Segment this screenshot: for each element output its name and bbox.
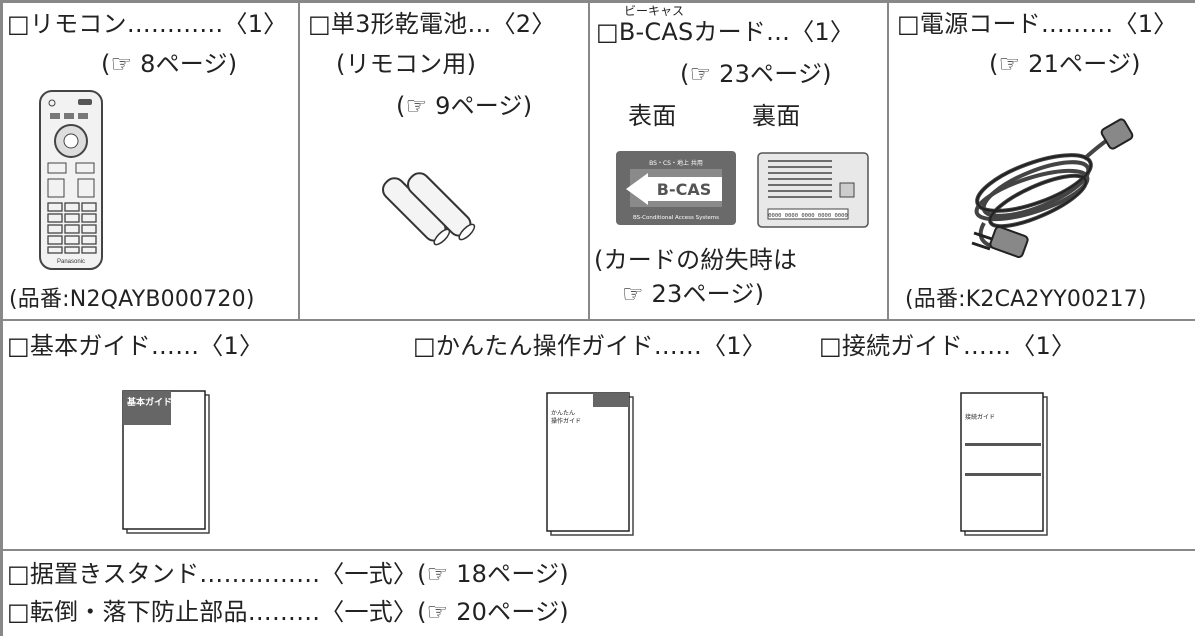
remote-part-number: (品番:N2QAYB000720) <box>9 287 255 312</box>
cord-dots: ……… <box>1040 10 1114 38</box>
divider <box>298 3 300 320</box>
connect-guide-dots: …… <box>962 332 1012 360</box>
easy-guide-cover-line2: 操作ガイド <box>551 417 581 425</box>
bcas-card-logo: B-CAS <box>657 180 711 199</box>
fall-parts-page-ref: (☞ 20ページ) <box>417 598 569 626</box>
bcas-card-top-text: BS・CS・地上 共用 <box>649 159 703 167</box>
bcas-card-front-icon: B-CAS BS・CS・地上 共用 BS-Conditional Access … <box>616 151 736 225</box>
power-cord-icon <box>971 118 1134 259</box>
batteries-usage: (リモコン用) <box>336 50 477 78</box>
bcas-card-number: 0000 0000 0000 0000 0000 <box>768 213 847 219</box>
bcas-page-ref: (☞ 23ページ) <box>680 60 832 88</box>
basic-guide-qty: 〈1〉 <box>199 332 264 360</box>
bcas-back-label: 裏面 <box>752 102 801 130</box>
connect-guide-booklet-icon: 接続ガイド <box>960 392 1048 536</box>
remote-brand: Panasonic <box>57 259 85 265</box>
basic-guide-booklet-icon: 基本ガイド <box>122 390 210 534</box>
cord-qty: 〈1〉 <box>1113 10 1178 38</box>
bcas-qty: 〈1〉 <box>790 18 855 46</box>
easy-guide-name: □かんたん操作ガイド <box>413 332 654 360</box>
stand-page-ref: (☞ 18ページ) <box>417 560 569 588</box>
cord-page-ref: (☞ 21ページ) <box>989 50 1141 78</box>
basic-guide-dots: …… <box>150 332 200 360</box>
batteries-page-ref: (☞ 9ページ) <box>396 92 533 120</box>
bcas-front-label: 表面 <box>628 102 677 130</box>
remote-control-icon: Panasonic <box>39 90 103 270</box>
stand-dots: …………… <box>199 560 321 588</box>
aa-batteries-icon <box>382 172 476 246</box>
fall-parts-dots: ……… <box>247 598 321 626</box>
fall-parts-qty: 〈一式〉 <box>320 598 418 626</box>
remote-name: □リモコン <box>7 10 127 38</box>
connect-guide-name: □接続ガイド <box>819 332 963 360</box>
divider <box>887 3 889 320</box>
remote-cell: □リモコン…………〈1〉 (☞ 8ページ) Panasonic <box>3 3 298 319</box>
remote-dots: ………… <box>126 10 224 38</box>
easy-guide-qty: 〈1〉 <box>702 332 766 360</box>
stand-qty: 〈一式〉 <box>320 560 418 588</box>
bcas-lost-note-line2: ☞ 23ページ) <box>622 280 765 308</box>
bcas-dots: … <box>766 18 791 46</box>
guides-row: □基本ガイド……〈1〉 □かんたん操作ガイド……〈1〉 □接続ガイド……〈1〉 … <box>3 321 1195 549</box>
divider <box>3 319 1195 321</box>
bcas-card-subtitle: BS-Conditional Access Systems <box>633 215 719 221</box>
remote-page-ref: (☞ 8ページ) <box>101 50 238 78</box>
bcas-cell: ビーキャス □B-CASカード…〈1〉 (☞ 23ページ) 表面 裏面 B-CA… <box>590 3 887 319</box>
cord-name: □電源コード <box>897 10 1041 38</box>
batteries-qty: 〈2〉 <box>491 10 556 38</box>
batteries-cell: □単3形乾電池…〈2〉 (リモコン用) (☞ 9ページ) <box>300 3 588 319</box>
bcas-furigana: ビーキャス <box>624 4 685 18</box>
remote-qty: 〈1〉 <box>223 10 288 38</box>
batteries-name: □単3形乾電池 <box>308 10 468 38</box>
easy-guide-cover-line1: かんたん <box>551 410 575 417</box>
bcas-lost-note-line1: (カードの紛失時は <box>594 246 798 274</box>
bcas-name: □B-CASカード <box>596 18 767 46</box>
bcas-card-back-icon: 0000 0000 0000 0000 0000 <box>757 152 869 228</box>
connect-guide-cover-text: 接続ガイド <box>965 413 995 421</box>
easy-guide-booklet-icon: かんたん 操作ガイド <box>546 392 634 536</box>
divider <box>3 549 1195 551</box>
stand-row: □据置きスタンド……………〈一式〉(☞ 18ページ) □転倒・落下防止部品………… <box>3 551 1195 639</box>
easy-guide-dots: …… <box>653 332 703 360</box>
power-cord-cell: □電源コード………〈1〉 (☞ 21ページ) (品番:K2CA2YY00217) <box>889 3 1195 319</box>
fall-parts-name: □転倒・落下防止部品 <box>7 598 248 626</box>
batteries-dots: … <box>467 10 492 38</box>
cord-part-number: (品番:K2CA2YY00217) <box>905 287 1147 312</box>
basic-guide-cover-text: 基本ガイド <box>126 396 172 408</box>
stand-name: □据置きスタンド <box>7 560 200 588</box>
basic-guide-name: □基本ガイド <box>7 332 151 360</box>
divider <box>588 3 590 320</box>
connect-guide-qty: 〈1〉 <box>1011 332 1076 360</box>
